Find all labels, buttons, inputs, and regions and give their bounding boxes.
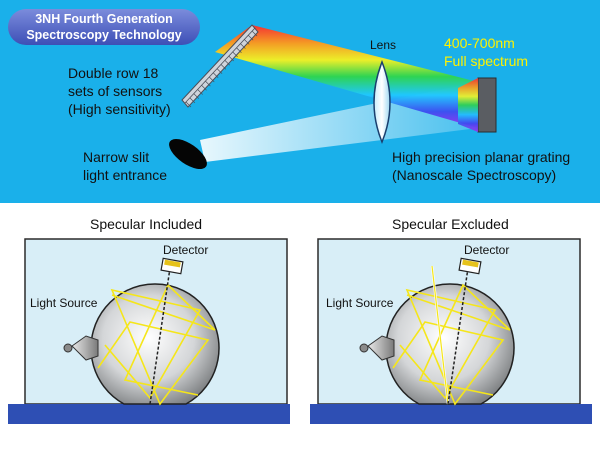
light-source-label-included: Light Source <box>30 296 98 310</box>
spectrum-range-line-1: 400-700nm <box>444 35 515 51</box>
specular-included-diagram <box>8 238 290 424</box>
sensor-tick <box>247 34 254 41</box>
sensors-label-line-1: Double row 18 <box>68 65 159 81</box>
technology-badge: 3NH Fourth Generation Spectroscopy Techn… <box>8 9 200 45</box>
badge-line-1: 3NH Fourth Generation <box>35 12 173 26</box>
lens <box>373 59 391 144</box>
detector-port-2 <box>458 257 482 275</box>
sensor-tick <box>232 51 238 58</box>
spectrum-range-label: 400-700nm Full spectrum <box>444 34 528 70</box>
detector-label-excluded: Detector <box>464 243 510 257</box>
sensor-tick <box>251 30 258 37</box>
specular-included-title: Specular Included <box>90 216 203 232</box>
integrating-sphere-2 <box>385 283 515 405</box>
sample-base-plate-2 <box>310 404 592 424</box>
sensor-tick <box>197 89 203 95</box>
sensor-array <box>181 24 259 108</box>
lamp <box>63 335 99 361</box>
lamp-2 <box>359 335 395 361</box>
detector-axis <box>149 267 171 405</box>
specular-excluded-diagram <box>310 238 592 424</box>
grating-label-line-1: High precision planar grating <box>392 149 571 165</box>
planar-grating <box>458 77 497 133</box>
sensor-tick <box>189 97 196 104</box>
detector-label-included: Detector <box>163 243 209 257</box>
lens-label: Lens <box>370 38 397 52</box>
sample-base-plate <box>8 404 290 424</box>
sensor-tick <box>224 59 231 66</box>
sensor-tick <box>201 85 207 91</box>
badge-line-2: Spectroscopy Technology <box>26 28 182 42</box>
sensor-tick <box>240 43 246 49</box>
spectrum-range-line-2: Full spectrum <box>444 53 529 69</box>
sensor-tick <box>205 80 211 87</box>
slit-label-line-2: light entrance <box>83 167 168 183</box>
sensor-tick <box>243 39 250 45</box>
sensor-tick <box>216 68 223 74</box>
sensor-tick <box>220 64 227 70</box>
sensor-tick <box>236 47 242 53</box>
detector-port <box>160 257 184 275</box>
sensors-label: Double row 18 sets of sensors (High sens… <box>68 64 171 118</box>
grating-label-line-2: (Nanoscale Spectroscopy) <box>392 167 557 183</box>
sensors-label-line-3: (High sensitivity) <box>68 101 171 117</box>
sensors-label-line-2: sets of sensors <box>68 83 163 99</box>
integrating-sphere <box>90 283 220 405</box>
sensor-tick <box>193 93 200 99</box>
spectrum-fan <box>215 25 478 128</box>
narrow-slit <box>169 138 207 170</box>
sensor-tick <box>185 101 192 108</box>
slit-label-line-1: Narrow slit <box>83 149 150 165</box>
specular-ray <box>431 265 449 405</box>
sensor-tick <box>228 55 234 62</box>
detector-axis-2 <box>447 267 469 405</box>
sensor-tick <box>209 76 215 83</box>
specular-excluded-title: Specular Excluded <box>392 216 509 232</box>
optical-path <box>169 24 497 170</box>
sensor-tick <box>212 72 219 79</box>
slit-label: Narrow slit light entrance <box>83 148 167 184</box>
light-source-label-excluded: Light Source <box>326 296 394 310</box>
grating-label: High precision planar grating (Nanoscale… <box>392 148 570 184</box>
